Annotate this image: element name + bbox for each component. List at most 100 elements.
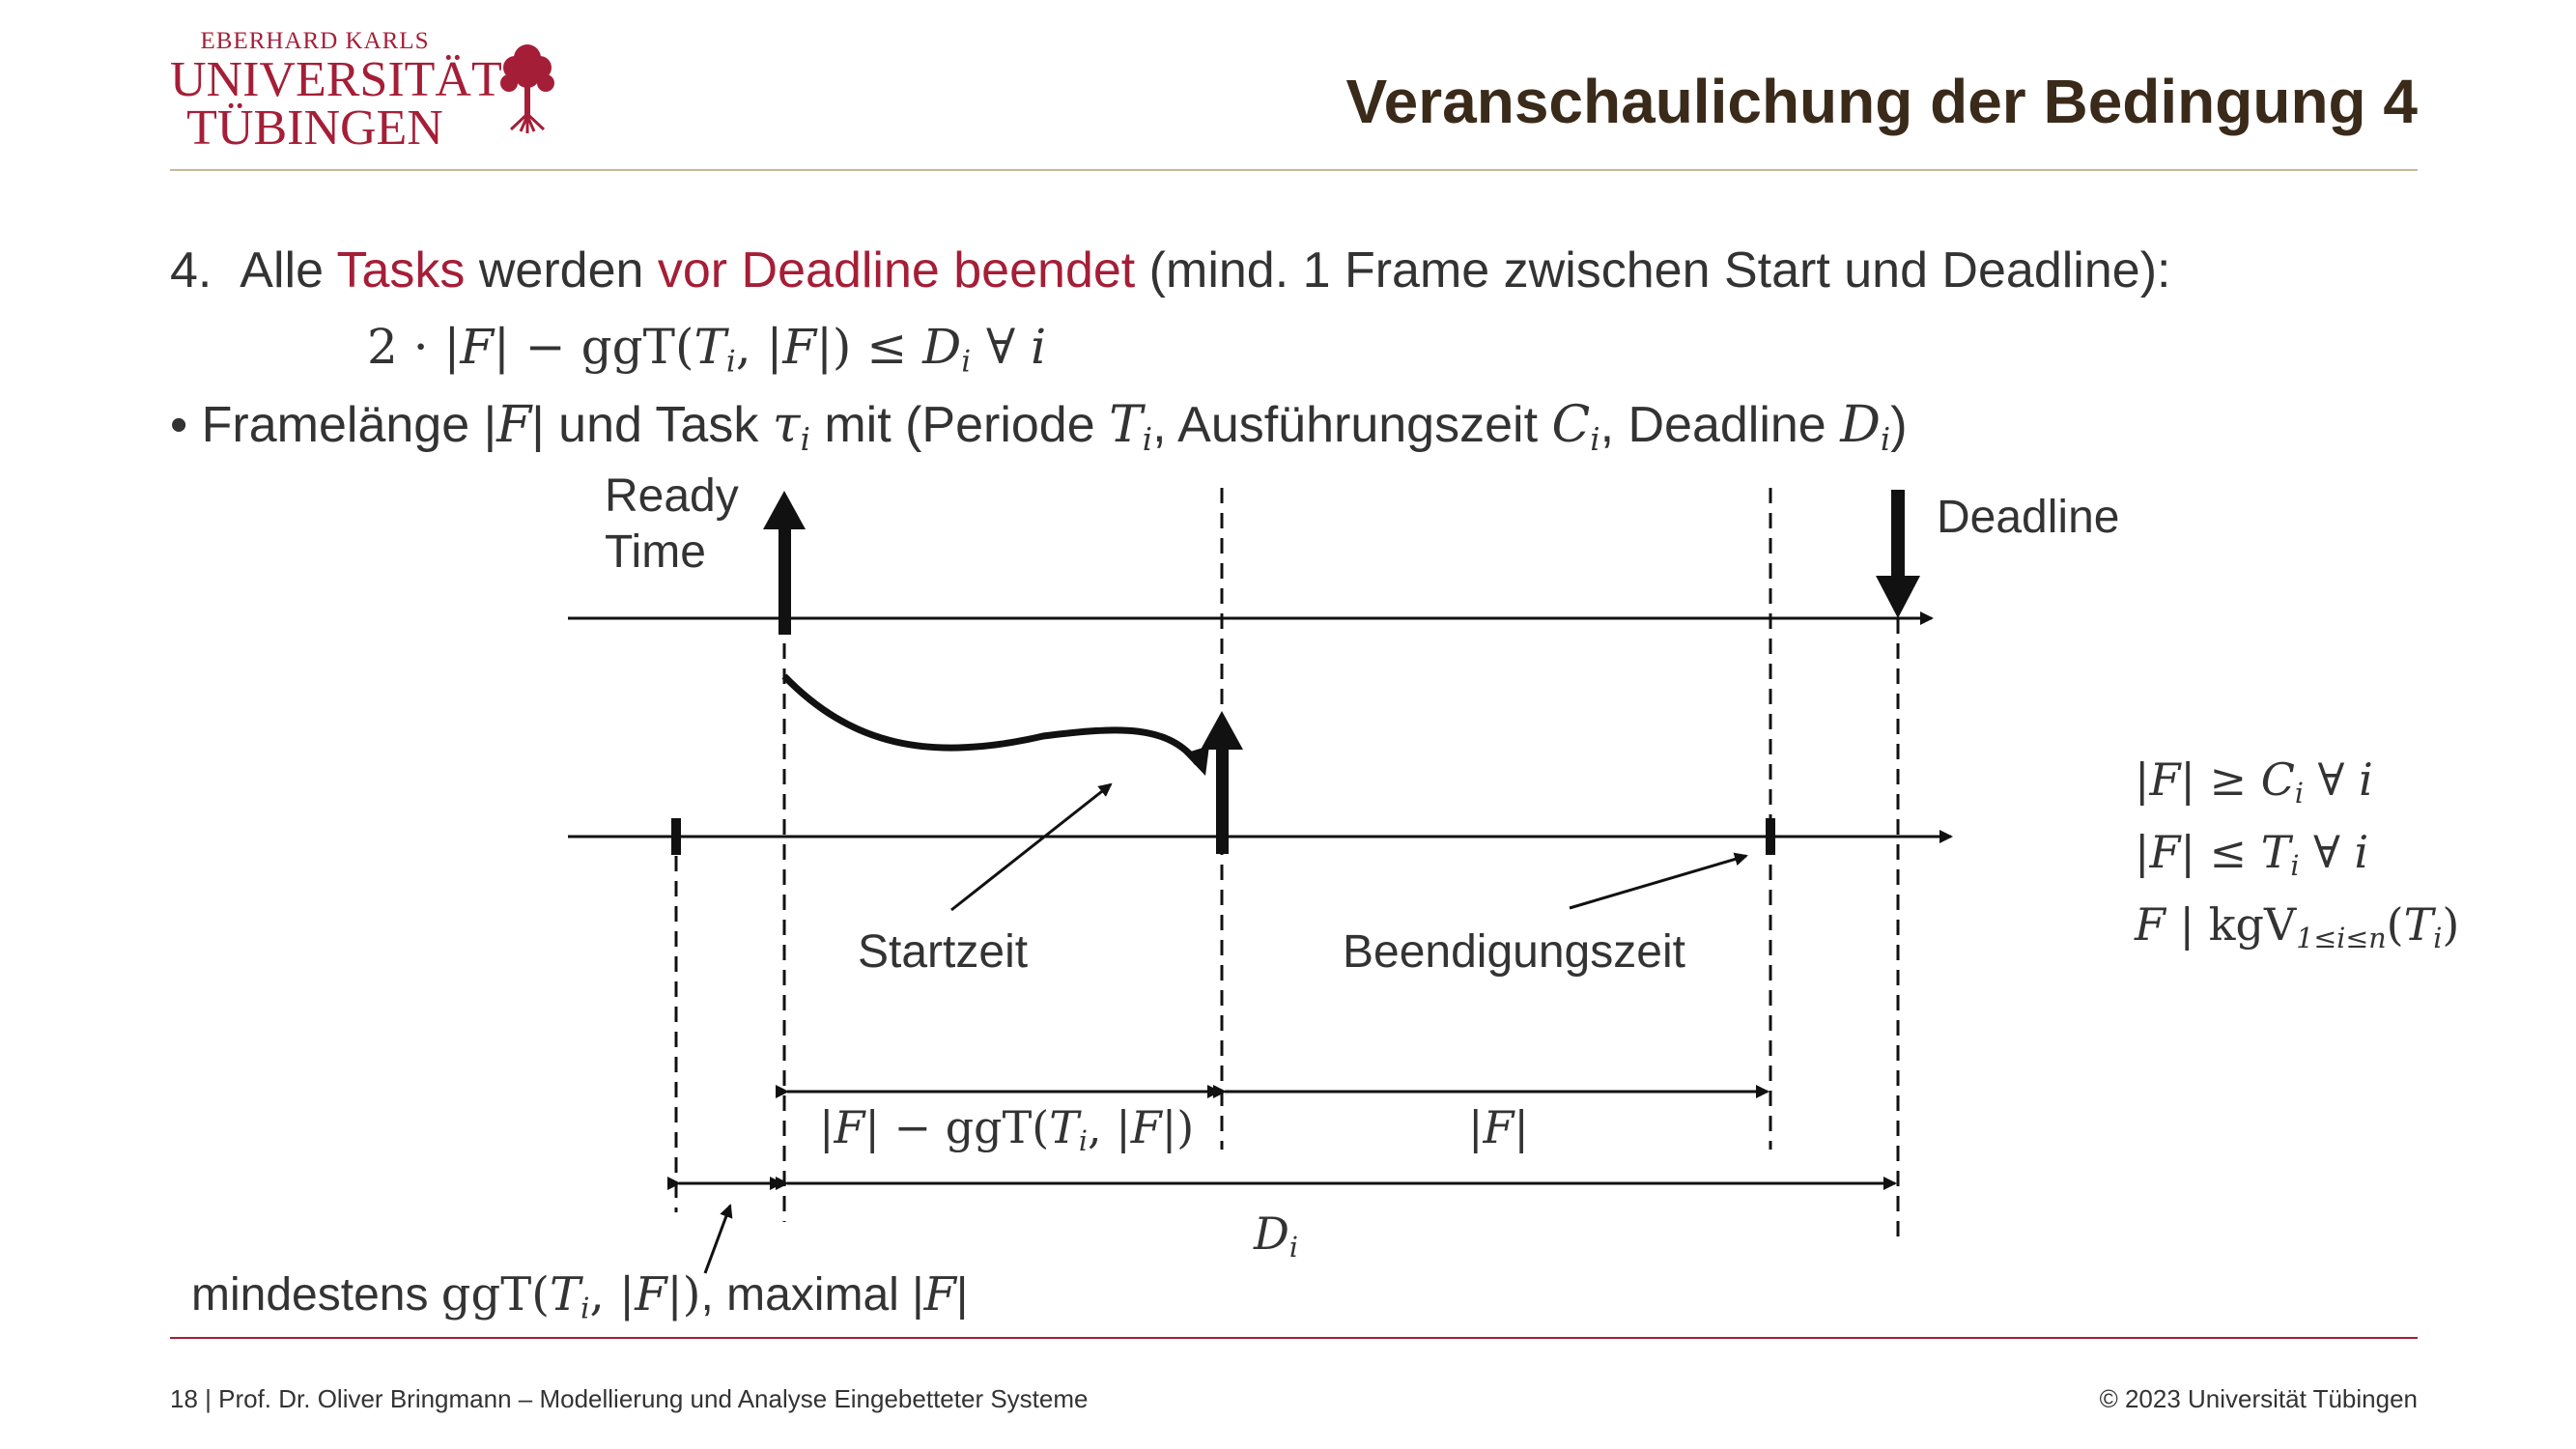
formula-var: F <box>2135 898 2166 951</box>
beendigungszeit-pointer <box>1569 852 1748 910</box>
logo-line-2: UNIVERSITÄT <box>170 52 502 107</box>
text-segment: mit (Periode <box>809 397 1110 453</box>
text-segment: , maximal | <box>700 1269 924 1321</box>
formula-var: F <box>1483 1101 1514 1153</box>
formula-part: |) <box>666 1267 701 1321</box>
interval-label-deadline: Di <box>1254 1208 1298 1264</box>
formula-var: τ <box>772 396 801 454</box>
header-divider <box>170 169 2418 171</box>
formula-part: | <box>1514 1101 1529 1153</box>
formula-sub: i <box>1288 1231 1299 1264</box>
university-logo-text: EBERHARD KARLS UNIVERSITÄT TÜBINGEN <box>170 28 502 154</box>
formula-part: | <box>2135 826 2150 878</box>
text-segment: (mind. 1 Frame zwischen Start und Deadli… <box>1135 242 2171 298</box>
deadline-highlight: vor Deadline beendet <box>657 242 1136 298</box>
formula-part: ( <box>2386 898 2404 951</box>
formula-var: C <box>2260 753 2295 806</box>
ready-time-label: Ready Time <box>605 469 739 581</box>
interval-label-frame: |F| <box>1468 1101 1529 1153</box>
formula-sub: i <box>961 344 972 380</box>
formula-part: | <box>819 1101 835 1153</box>
formula-part: | <box>1468 1101 1484 1153</box>
list-number: 4. <box>170 242 212 298</box>
text-segment: | <box>955 1269 969 1321</box>
start-time-arrow-icon <box>1201 711 1243 854</box>
formula-var: i <box>1031 319 1047 375</box>
formula-part: | kgV <box>2165 898 2297 951</box>
formula-part: 2 · | <box>367 319 461 375</box>
formula-var: T <box>550 1267 581 1321</box>
university-tree-logo-icon <box>500 44 554 133</box>
formula-part: ∀ <box>2299 826 2355 878</box>
formula-var: F <box>635 1267 667 1321</box>
formula-var: D <box>922 319 962 375</box>
text-segment: , Ausführungszeit <box>1152 397 1552 453</box>
bullet-dot: • <box>170 397 188 453</box>
text-segment: werden <box>465 242 658 298</box>
formula-part: , | <box>735 319 783 375</box>
formula-part: ∀ <box>971 319 1032 375</box>
text-segment: | und Task <box>531 397 773 453</box>
formula-var: T <box>1049 1101 1079 1153</box>
startzeit-pointer <box>950 782 1113 912</box>
interval-label-startoffset: |F| − ggT(Ti, |F|) <box>819 1101 1194 1157</box>
logo-line-1: EBERHARD KARLS <box>200 28 430 54</box>
text-segment: ) <box>1890 397 1908 453</box>
main-formula: 2 · |F| − ggT(Ti, |F|) ≤ Di ∀ i <box>367 319 1046 380</box>
formula-var: F <box>1130 1101 1162 1153</box>
time-label-line: Time <box>605 526 706 578</box>
formula-part: ∀ <box>2304 753 2360 806</box>
deadline-arrow-icon <box>1876 490 1920 618</box>
formula-sub: i <box>725 344 736 380</box>
formula-var: i <box>2359 753 2373 806</box>
formula-var: F <box>2149 753 2181 806</box>
footer-course-info: 18 | Prof. Dr. Oliver Bringmann – Modell… <box>170 1384 1089 1413</box>
startzeit-label: Startzeit <box>858 926 1029 978</box>
formula-part: , | <box>1088 1101 1131 1153</box>
formula-sub: i <box>2290 849 2300 882</box>
text-segment: Alle <box>240 242 337 298</box>
slide-title: Veranschaulichung der Bedingung 4 <box>1345 67 2418 136</box>
formula-var: T <box>2260 826 2291 878</box>
formula-var: C <box>1551 396 1591 454</box>
formula-part: | <box>2135 753 2150 806</box>
formula-var: F <box>782 319 817 375</box>
frame-tick-1 <box>671 818 681 855</box>
formula-sub: i <box>800 421 810 459</box>
formula-sub: 1≤i≤n <box>2296 922 2387 954</box>
footer-copyright: © 2023 Universität Tübingen <box>2099 1384 2418 1413</box>
text-segment: mindestens <box>191 1269 441 1321</box>
condition-frame-le-t: |F| ≤ Ti ∀ i <box>2135 826 2368 882</box>
curve-arrowhead-icon <box>1184 746 1209 776</box>
bullet-framelength: • Framelänge |F| und Task τi mit (Period… <box>170 396 1908 458</box>
formula-var: F <box>2149 826 2181 878</box>
condition-frame-ge-c: |F| ≥ Ci ∀ i <box>2135 753 2373 810</box>
formula-var: D <box>1254 1208 1289 1260</box>
bottom-note: mindestens ggT(Ti, |F|), maximal |F| <box>191 1267 968 1325</box>
formula-sub: i <box>1078 1124 1089 1157</box>
formula-sub: i <box>2294 777 2305 810</box>
formula-var: F <box>496 396 532 454</box>
bottom-note-pointer <box>703 1204 733 1274</box>
text-segment: Framelänge | <box>201 397 497 453</box>
formula-var: T <box>694 319 726 375</box>
beendigungszeit-label: Beendigungszeit <box>1343 926 1685 978</box>
formula-sub: i <box>1142 421 1153 459</box>
formula-part: ggT( <box>440 1267 550 1321</box>
formula-sub: i <box>1880 421 1891 459</box>
formula-sub: i <box>1590 421 1600 459</box>
formula-var: F <box>460 319 495 375</box>
formula-var: T <box>1109 396 1143 454</box>
ready-time-arrow-icon <box>763 491 806 635</box>
formula-var: D <box>1840 396 1881 454</box>
formula-sub: i <box>580 1292 590 1326</box>
formula-part: | ≤ <box>2180 826 2261 878</box>
release-to-start-curve <box>781 673 1201 766</box>
condition-4-statement: 4. Alle Tasks werden vor Deadline beende… <box>170 242 2170 299</box>
formula-part: |) <box>1161 1101 1195 1153</box>
formula-part: |) ≤ <box>816 319 923 375</box>
formula-part: ) <box>2442 898 2460 951</box>
ready-label-line: Ready <box>605 470 739 522</box>
tasks-highlight: Tasks <box>336 242 466 298</box>
